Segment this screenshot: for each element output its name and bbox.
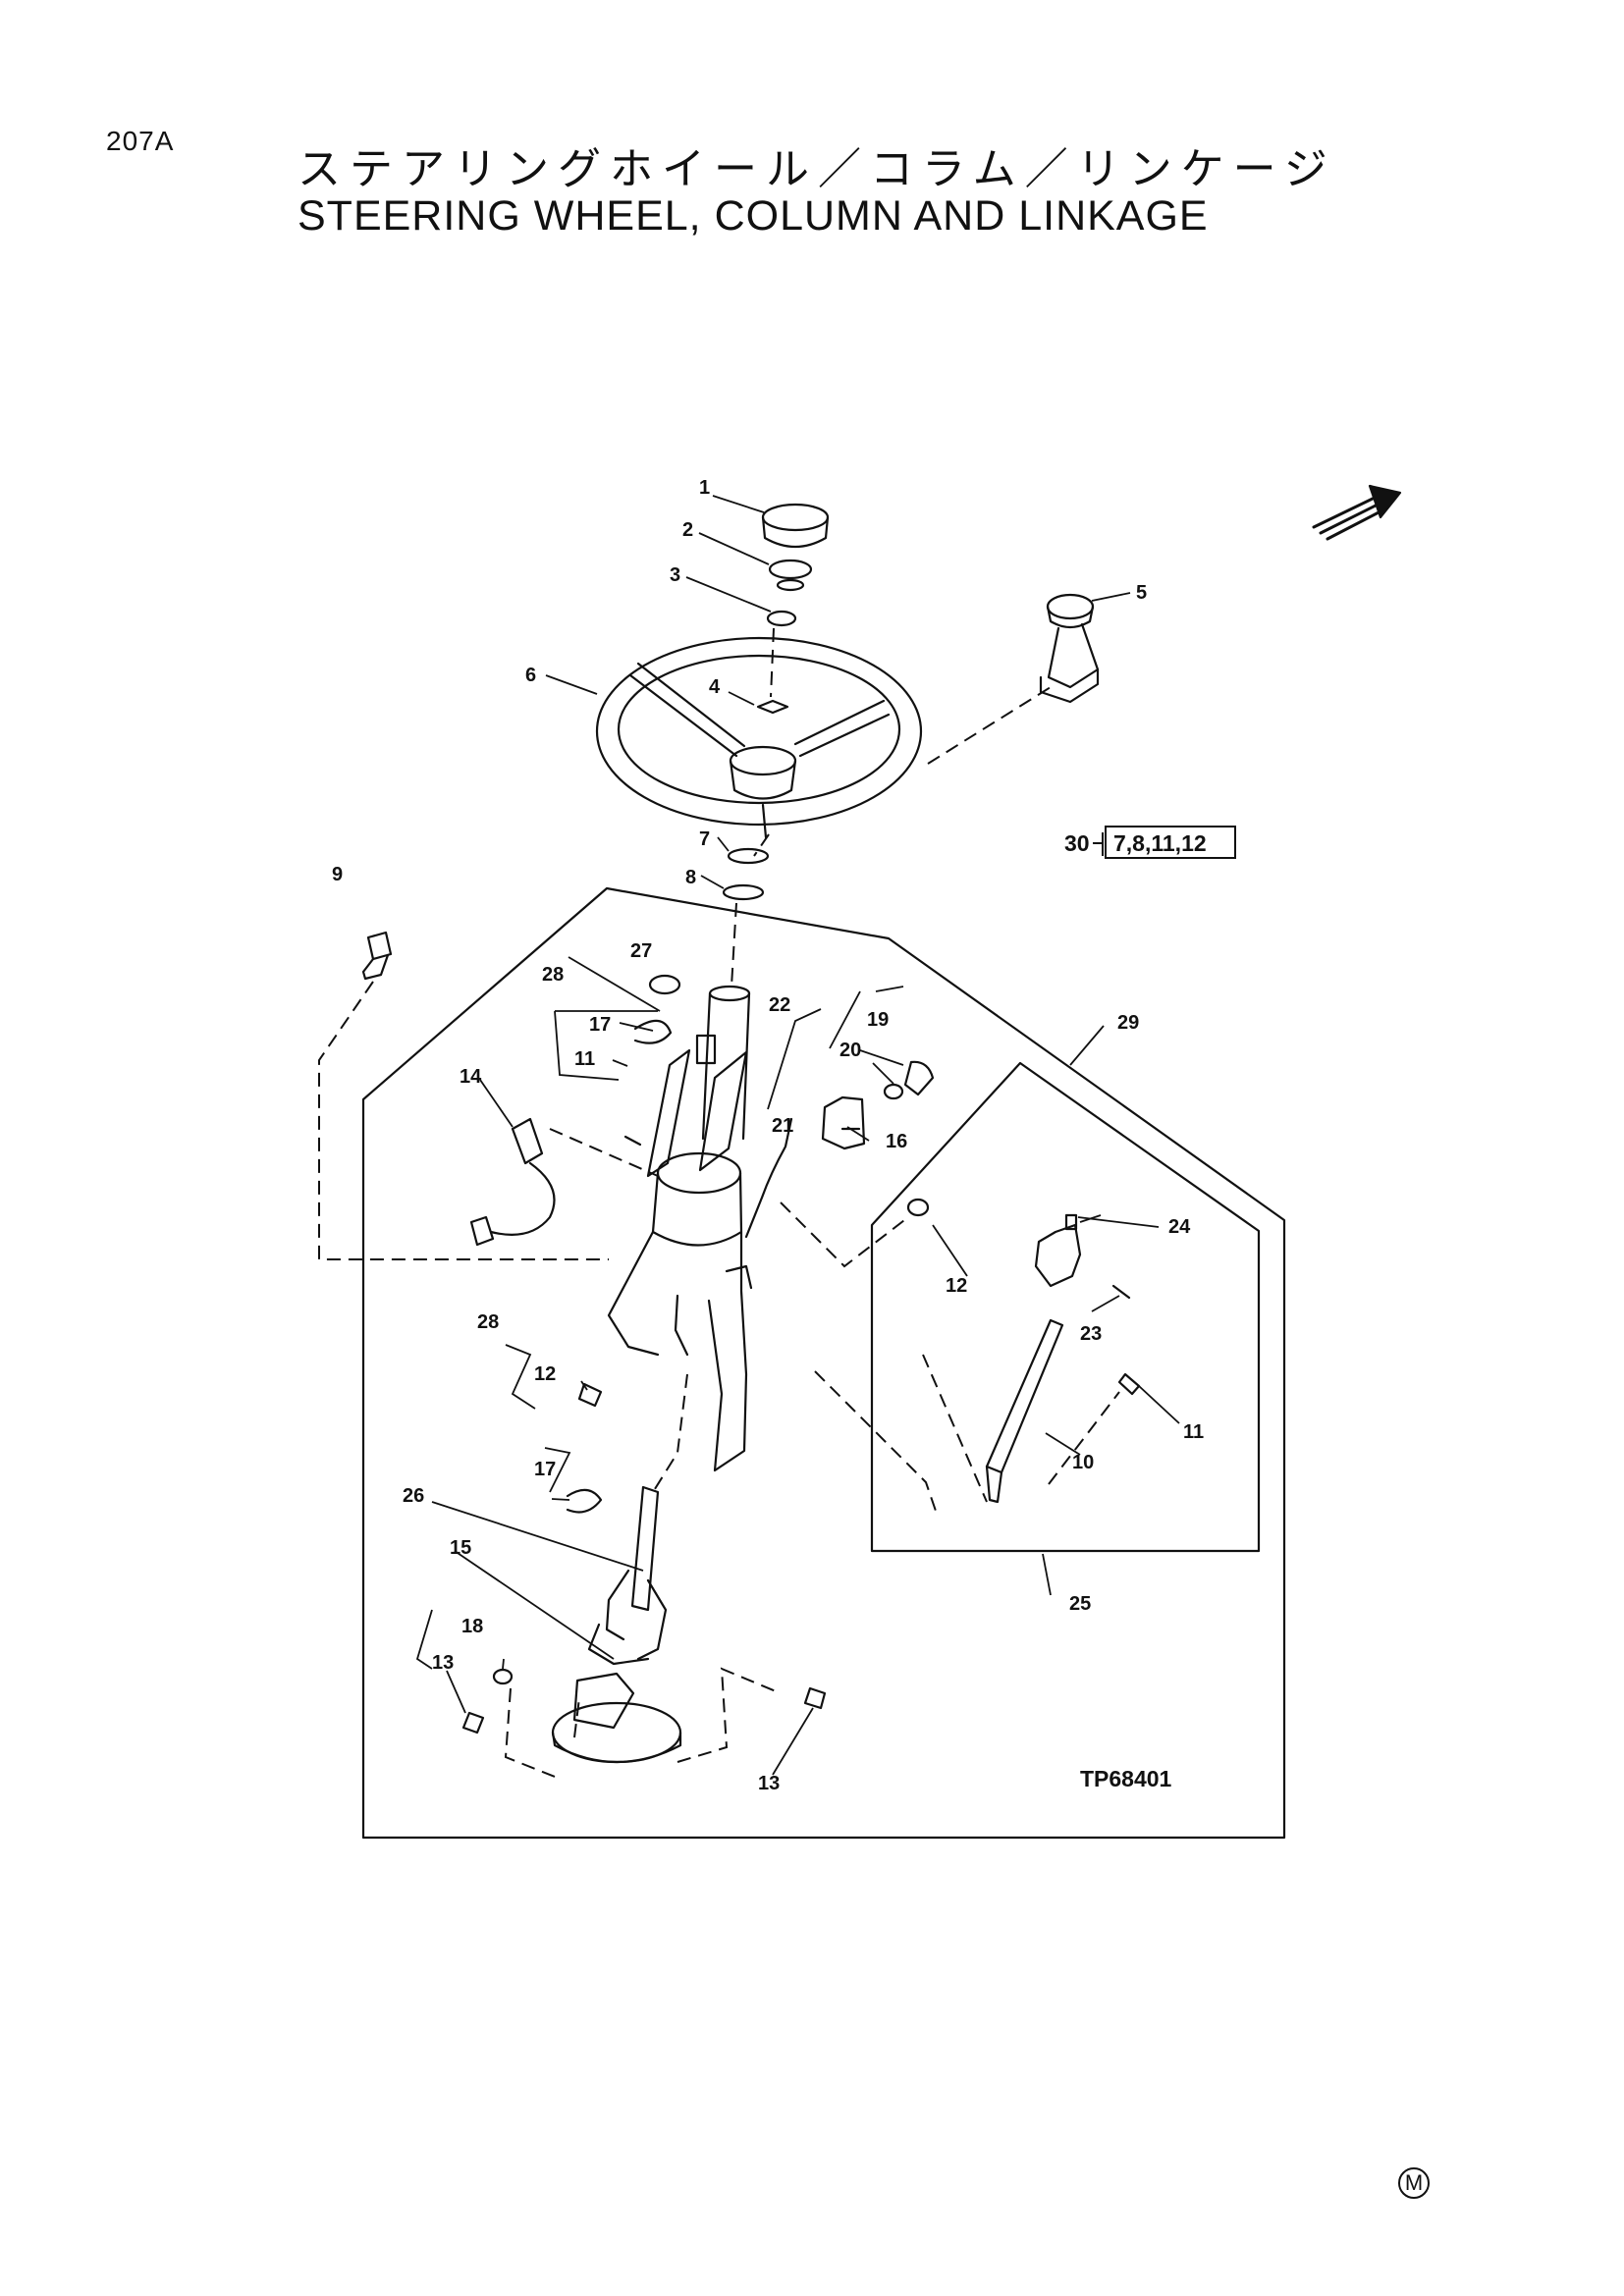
label-28-upper: 28 xyxy=(542,964,564,986)
label-6: 6 xyxy=(525,665,536,686)
page-number: 207A xyxy=(106,126,175,156)
label-2: 2 xyxy=(682,519,693,541)
ring-17-upper xyxy=(633,1019,673,1044)
cylinder xyxy=(985,1213,1082,1504)
subassembly-boundary xyxy=(870,1061,1261,1553)
direction-arrow-icon xyxy=(1312,484,1402,541)
label-28-lower: 28 xyxy=(477,1311,499,1333)
emblem xyxy=(768,559,813,580)
label-12-right: 12 xyxy=(946,1275,967,1297)
title-english: STEERING WHEEL, COLUMN AND LINKAGE xyxy=(298,192,1209,240)
label-9: 9 xyxy=(332,864,343,885)
label-13-left: 13 xyxy=(432,1652,454,1674)
washer-7 xyxy=(727,847,770,865)
label-3: 3 xyxy=(670,564,680,586)
link-21 xyxy=(744,1117,793,1239)
bolt-13-right xyxy=(803,1686,827,1710)
label-26: 26 xyxy=(403,1485,424,1507)
figure-id: TP68401 xyxy=(1080,1766,1172,1791)
lower-shaft xyxy=(587,1485,668,1666)
pin-11-right xyxy=(1117,1372,1141,1396)
steering-column xyxy=(607,985,753,1472)
label-19: 19 xyxy=(867,1009,889,1031)
bolt-12 xyxy=(577,1382,603,1408)
washer-8 xyxy=(722,883,765,901)
wire-harness xyxy=(469,1117,556,1247)
label-13-right: 13 xyxy=(758,1773,780,1794)
bolt-9 xyxy=(361,931,393,981)
label-11-left: 11 xyxy=(574,1048,595,1070)
ring-27 xyxy=(648,974,681,995)
bolt-13-left xyxy=(461,1711,485,1735)
label-24: 24 xyxy=(1168,1216,1191,1238)
label-14: 14 xyxy=(460,1066,482,1088)
label-20: 20 xyxy=(839,1040,861,1061)
label-18: 18 xyxy=(461,1616,483,1637)
socket-20 xyxy=(883,1083,904,1100)
washer-18 xyxy=(492,1668,514,1685)
title-japanese: ステアリングホイール／コラム／リンケージ xyxy=(298,144,1336,194)
label-29: 29 xyxy=(1117,1012,1139,1034)
pin-11-left xyxy=(623,1135,642,1147)
ring-17-lower xyxy=(566,1488,603,1514)
label-4: 4 xyxy=(709,676,721,698)
label-25: 25 xyxy=(1069,1593,1091,1615)
label-8: 8 xyxy=(685,867,696,888)
kit-parts: 7,8,11,12 xyxy=(1113,830,1207,856)
label-22: 22 xyxy=(769,994,790,1016)
base-plate xyxy=(551,1672,682,1764)
switch-16 xyxy=(821,1095,866,1150)
bulb-19 xyxy=(903,1060,935,1096)
nut-12 xyxy=(906,1198,930,1217)
label-5: 5 xyxy=(1136,582,1147,604)
kit-callout-30: 30 7,8,11,12 xyxy=(1064,826,1236,859)
label-23: 23 xyxy=(1080,1323,1102,1345)
label-10: 10 xyxy=(1072,1452,1094,1473)
nut xyxy=(766,610,797,627)
label-17-upper: 17 xyxy=(589,1014,611,1036)
label-16: 16 xyxy=(886,1131,907,1152)
label-1: 1 xyxy=(699,477,710,499)
steering-wheel xyxy=(595,636,923,839)
label-27: 27 xyxy=(630,940,652,962)
label-7: 7 xyxy=(699,828,710,850)
lever-knob xyxy=(1039,593,1100,704)
label-21: 21 xyxy=(772,1115,793,1137)
assembly-boundary xyxy=(361,886,1286,1840)
label-17-lower: 17 xyxy=(534,1459,556,1480)
pin-23 xyxy=(1111,1284,1131,1300)
horn-cap xyxy=(761,503,830,532)
circled-m-icon: M xyxy=(1398,2167,1430,2199)
label-15: 15 xyxy=(450,1537,471,1559)
label-11-right: 11 xyxy=(1183,1421,1204,1443)
label-12-left: 12 xyxy=(534,1363,556,1385)
kit-parts-box xyxy=(1105,826,1236,859)
kit-number: 30 xyxy=(1064,830,1090,856)
washer xyxy=(756,699,789,715)
